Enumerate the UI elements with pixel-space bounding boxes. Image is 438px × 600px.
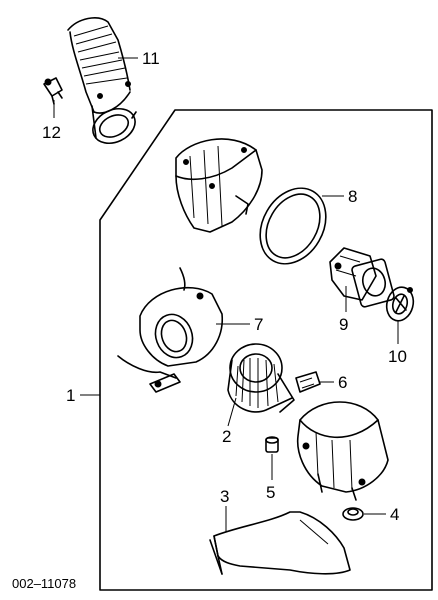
figure-code: 002–11078 — [12, 576, 76, 591]
part-5-grommet[interactable] — [265, 436, 279, 453]
part-8-seal-ring[interactable] — [247, 176, 339, 275]
leader-2 — [227, 397, 237, 427]
part-3-outlet-duct[interactable] — [209, 511, 351, 575]
callout-5: 5 — [266, 483, 275, 502]
lower-air-box[interactable] — [296, 401, 389, 501]
callout-8: 8 — [348, 187, 357, 206]
air-box-cover[interactable] — [175, 138, 263, 233]
callout-2: 2 — [222, 427, 231, 446]
callout-4: 4 — [390, 505, 399, 524]
part-6-clip[interactable] — [295, 371, 321, 393]
callout-7: 7 — [254, 315, 263, 334]
part-10-sensor-plate[interactable] — [383, 284, 417, 324]
callout-9: 9 — [339, 315, 348, 334]
part-9-flow-body[interactable] — [329, 247, 395, 308]
part-2-filter-element[interactable] — [227, 343, 295, 413]
callout-12: 12 — [42, 123, 61, 142]
part-12-clip[interactable] — [43, 77, 63, 105]
part-4-washer[interactable] — [342, 507, 364, 521]
callout-10: 10 — [388, 347, 407, 366]
callout-6: 6 — [338, 373, 347, 392]
leader-lines — [53, 57, 399, 532]
part-11-intake-hose[interactable] — [67, 17, 141, 150]
part-7-filter-housing[interactable] — [117, 267, 223, 393]
callout-3: 3 — [220, 487, 229, 506]
callout-11: 11 — [142, 49, 160, 68]
callout-1: 1 — [66, 386, 75, 405]
assembly-boundary — [99, 109, 433, 591]
